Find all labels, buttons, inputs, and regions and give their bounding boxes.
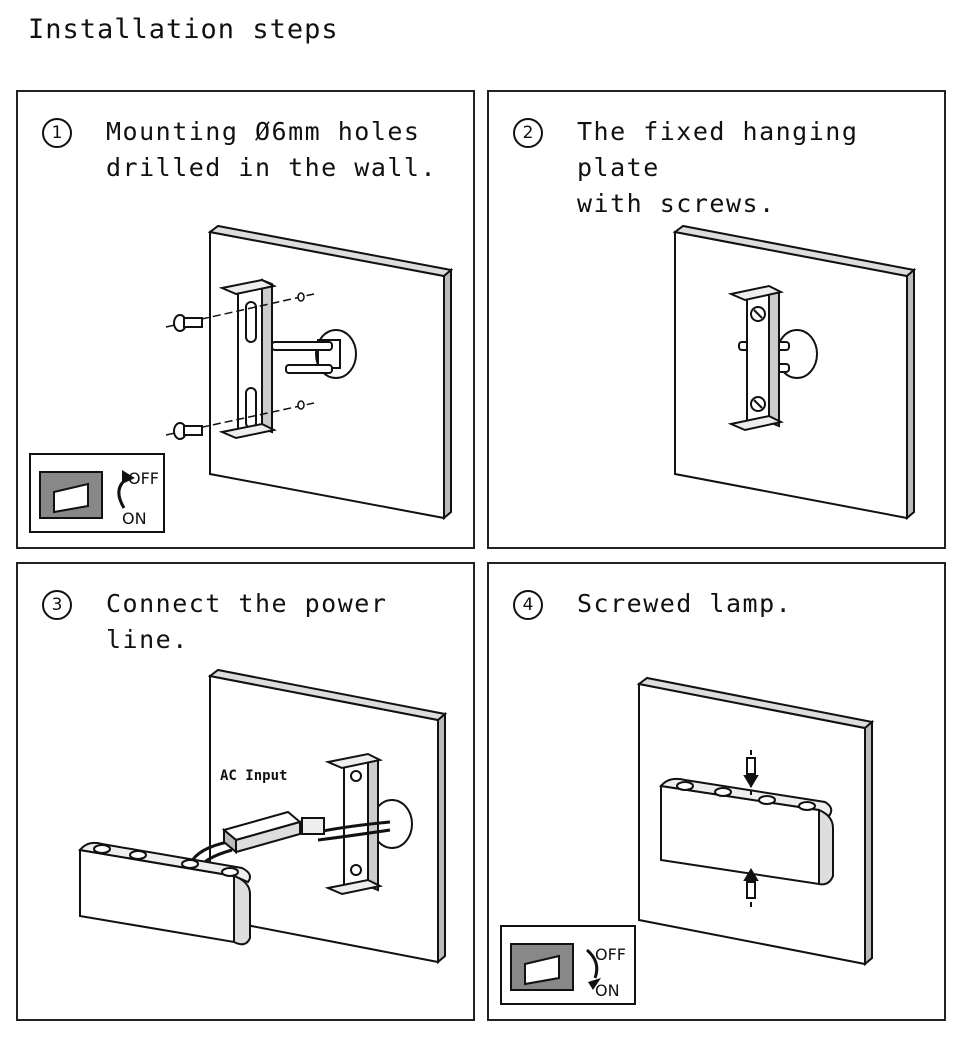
step-1-number: 1: [42, 118, 72, 148]
step-4-number: 4: [513, 590, 543, 620]
driver-box: [221, 810, 325, 855]
step-2-number: 2: [513, 118, 543, 148]
switch-off-label: OFF: [128, 469, 159, 488]
step-3-text: Connect the power line.: [106, 589, 388, 654]
switch-off-icon: OFF ON: [29, 453, 165, 533]
mounting-bracket: [218, 278, 278, 440]
switch-off-label: OFF: [595, 945, 626, 964]
step-4-text: Screwed lamp.: [577, 589, 793, 618]
step-3-illustration: AC Input: [78, 668, 448, 965]
step-2-panel: 2 The fixed hanging plate with screws.: [487, 90, 946, 549]
page-title: Installation steps: [28, 14, 339, 45]
screws: [750, 306, 766, 412]
step-3-header: 3 Connect the power line.: [18, 564, 473, 664]
ac-input-label: AC Input: [220, 768, 287, 784]
switch-on-label: ON: [122, 509, 147, 528]
lamp-body: [659, 777, 834, 886]
step-2-header: 2 The fixed hanging plate with screws.: [489, 92, 944, 218]
step-1-illustration: OFF ON: [29, 224, 454, 533]
switch-on-icon: OFF ON: [500, 925, 636, 1005]
step-3-number: 3: [42, 590, 72, 620]
step-2-illustration: [672, 224, 917, 521]
step-2-text: The fixed hanging plate with screws.: [577, 117, 859, 218]
step-4-illustration: OFF ON: [500, 676, 875, 1005]
drill-holes: [297, 292, 305, 410]
mounting-bracket: [727, 284, 784, 432]
lamp-body: [78, 841, 251, 946]
step-1-panel: 1 Mounting Ø6mm holes drilled in the wal…: [16, 90, 475, 549]
switch-on-label: ON: [595, 981, 620, 1000]
step-4-panel: 4 Screwed lamp.: [487, 562, 946, 1021]
step-3-panel: 3 Connect the power line. AC Input: [16, 562, 475, 1021]
screw-arrows: [743, 750, 759, 910]
screws: [173, 314, 203, 440]
step-1-header: 1 Mounting Ø6mm holes drilled in the wal…: [18, 92, 473, 192]
step-1-text: Mounting Ø6mm holes drilled in the wall.: [106, 117, 438, 182]
step-4-header: 4 Screwed lamp.: [489, 564, 944, 664]
